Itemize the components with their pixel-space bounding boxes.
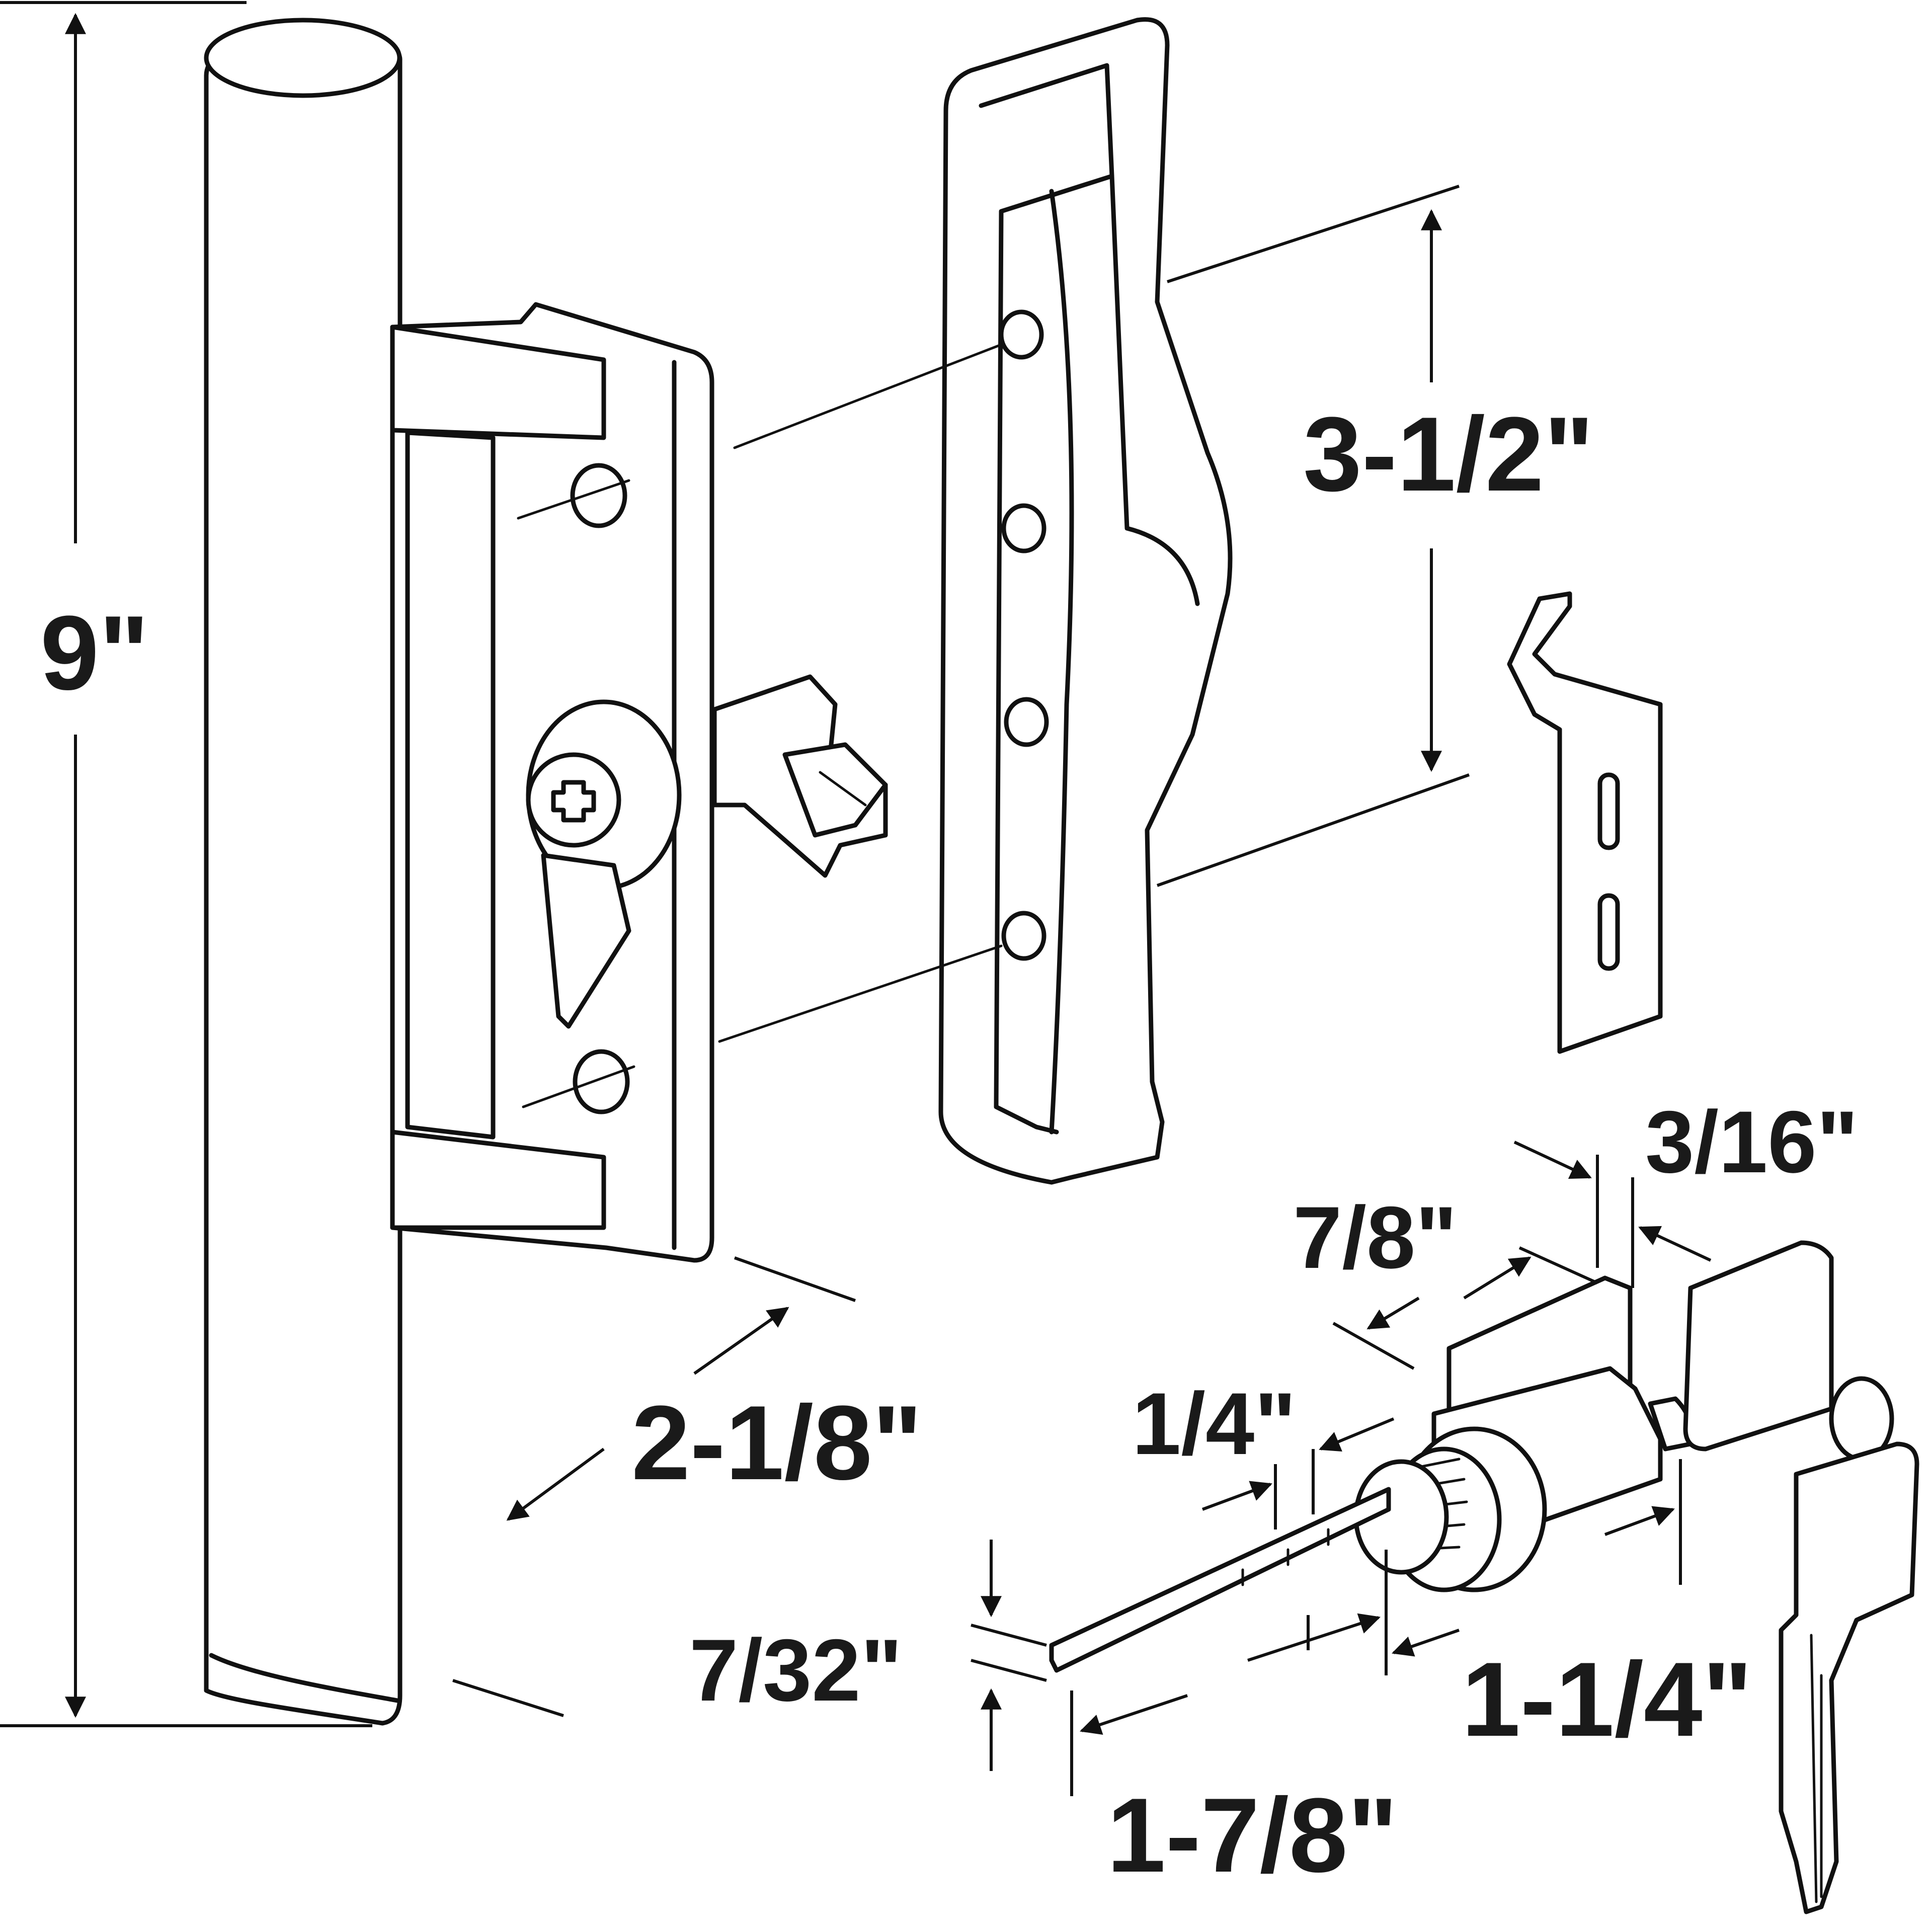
keeper <box>1507 591 1663 1054</box>
outside-mounting-plate <box>390 302 888 1263</box>
height-dimension: 9" <box>0 1 372 1727</box>
handle-post-3 <box>1004 697 1049 747</box>
tailpiece-thickness-dimension: 7/32" <box>689 1540 1047 1771</box>
handle-post-4 <box>1001 911 1046 961</box>
outside-pull-handle <box>204 18 403 1726</box>
projection-label: 2-1/8" <box>631 1384 922 1502</box>
handle-post-2 <box>1001 503 1046 553</box>
screw-hole-top <box>570 463 627 528</box>
keeper-slot-top <box>1597 772 1620 850</box>
hole-spacing-dimension: 3-1/2" <box>1156 185 1594 887</box>
tab-dimension: 3/16" <box>1513 1093 1859 1288</box>
hole-spacing-label: 3-1/2" <box>1303 395 1594 513</box>
height-label: 9" <box>40 594 149 712</box>
cylinder-width-label: 7/8" <box>1293 1189 1457 1287</box>
inside-handle <box>718 17 1233 1185</box>
step-label: 1/4" <box>1132 1375 1296 1473</box>
keeper-slot-bottom <box>1597 893 1620 971</box>
key-1 <box>1683 1240 1834 1452</box>
lock-cylinder <box>1049 1275 1694 1673</box>
screw-hole-bottom <box>573 1049 630 1114</box>
handle-post-1 <box>999 309 1044 360</box>
cylinder-length-dimension: 1-1/4" <box>1385 1459 1752 1758</box>
cylinder-width-dimension: 7/8" <box>1293 1189 1598 1370</box>
key-2 <box>1779 1441 1919 1914</box>
tailpiece-length-dimension: 1-7/8" <box>1070 1613 1398 1894</box>
projection-dimension: 2-1/8" <box>452 1256 922 1717</box>
tailpiece-length-label: 1-7/8" <box>1107 1776 1398 1894</box>
phillips-screw-icon <box>526 752 621 848</box>
tab-label: 3/16" <box>1645 1093 1859 1191</box>
step-dimension: 1/4" <box>1132 1375 1395 1530</box>
cylinder-length-label: 1-1/4" <box>1462 1640 1752 1758</box>
tailpiece-thickness-label: 7/32" <box>689 1622 903 1720</box>
keys <box>1683 1240 1919 1914</box>
